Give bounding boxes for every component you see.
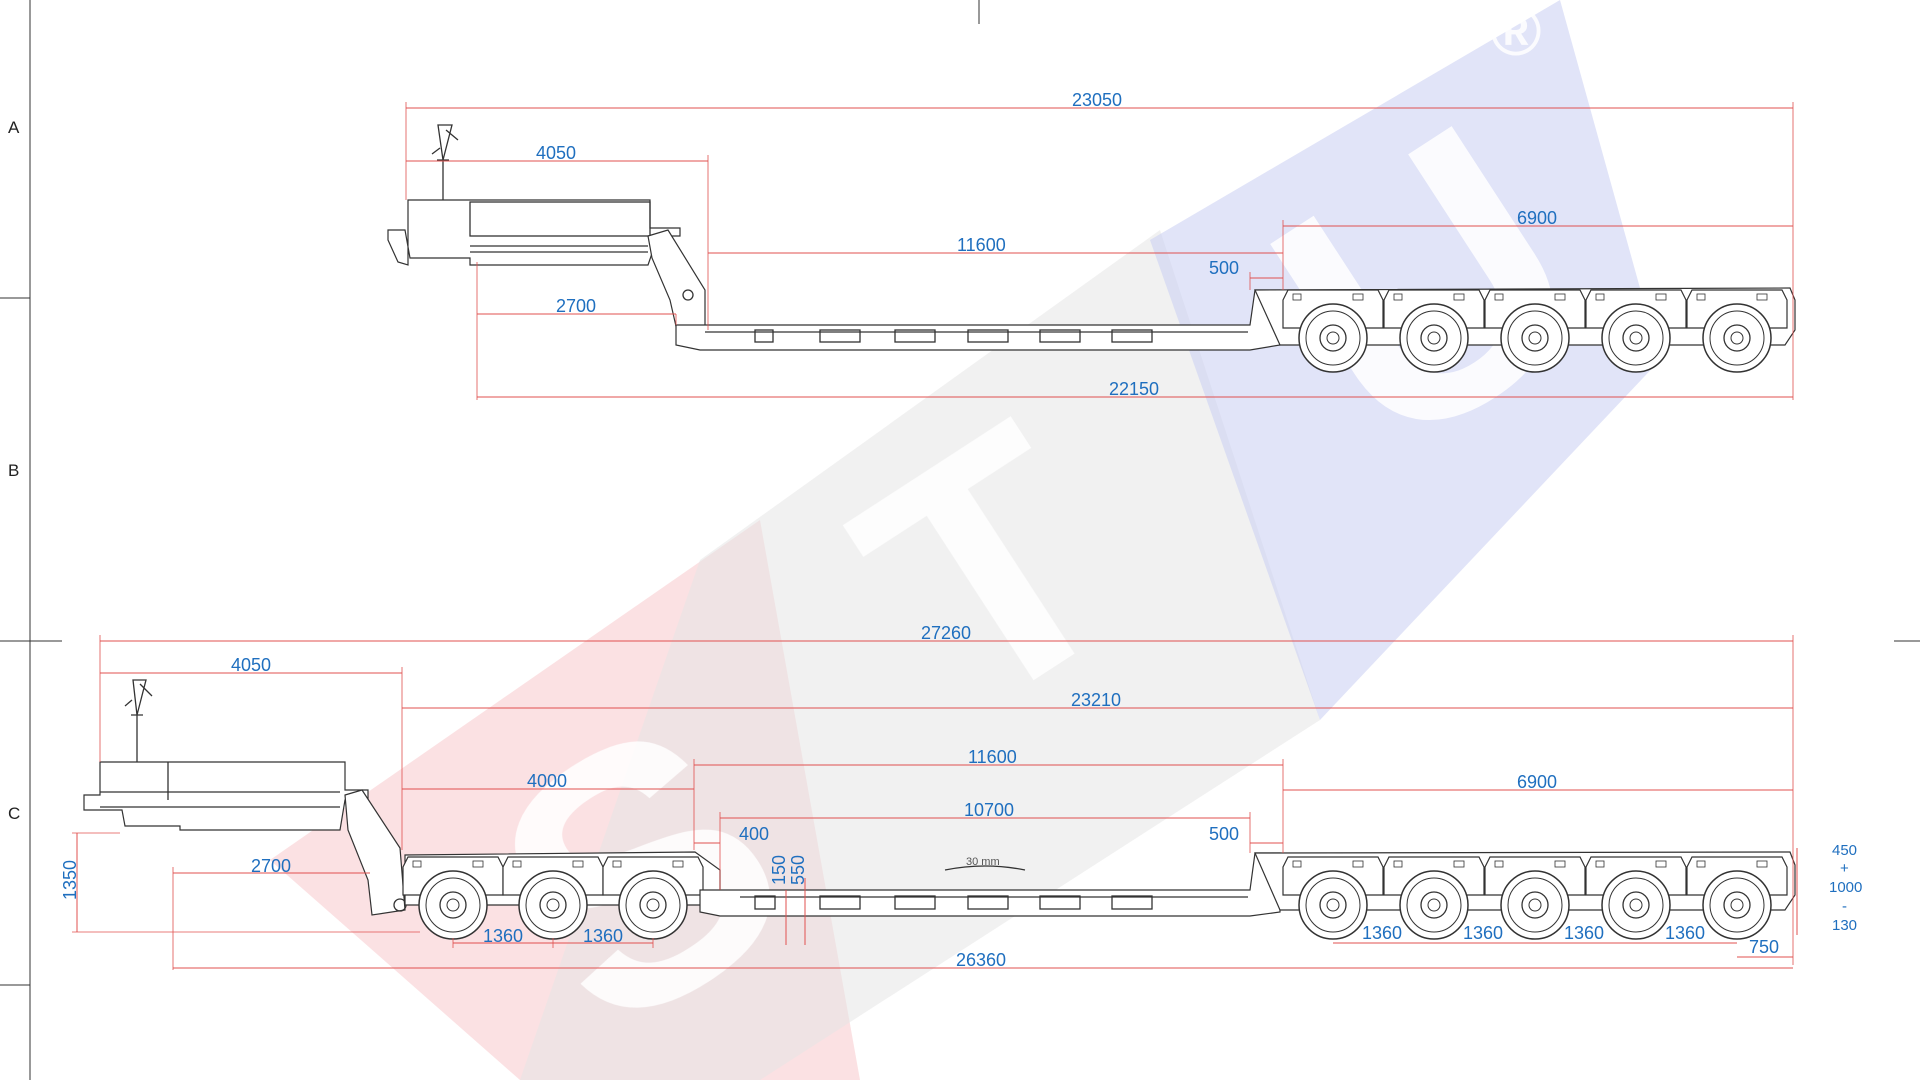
bottom-dim-rear-bogie: 6900 (1517, 772, 1557, 792)
bottom-stroke-1000: 1000 (1829, 879, 1862, 896)
bottom-dim-rear-spacing-2: 1360 (1463, 923, 1503, 943)
bottom-dim-rear-spacing-1: 1360 (1362, 923, 1402, 943)
row-label-c: C (8, 804, 20, 823)
top-wheel (1601, 303, 1671, 373)
bottom-dim-front-bogie: 4000 (527, 771, 567, 791)
top-dim-gap: 500 (1209, 258, 1239, 278)
bottom-rear-wheel (1702, 870, 1772, 940)
top-gooseneck-box (469, 201, 651, 237)
bottom-dim-gooseneck: 4050 (231, 655, 271, 675)
top-rear-axles (1282, 289, 1788, 373)
top-dim-rear-bogie: 6900 (1517, 208, 1557, 228)
bottom-dim-gap-front: 400 (739, 824, 769, 844)
top-dim-overall: 23050 (1072, 90, 1122, 110)
bottom-dim-rear-spacing-4: 1360 (1665, 923, 1705, 943)
bottom-dim-step-a: 150 (769, 855, 789, 885)
bottom-neck (344, 789, 406, 916)
bottom-stroke-130: 130 (1832, 917, 1857, 934)
bottom-dim-overall: 27260 (921, 623, 971, 643)
bottom-mast (124, 679, 153, 762)
bottom-rear-wheel (1601, 870, 1671, 940)
bottom-stroke-plus: + (1840, 860, 1849, 877)
top-deck (675, 289, 1281, 351)
bottom-dim-deck: 11600 (968, 747, 1017, 767)
bottom-rear-axles (1282, 856, 1788, 940)
bottom-dim-platform: 23210 (1071, 690, 1121, 710)
row-label-a: A (8, 118, 20, 137)
bottom-front-wheel (418, 870, 488, 940)
top-mast (431, 124, 459, 200)
bottom-front-wheel (618, 870, 688, 940)
top-dim-deck: 11600 (957, 235, 1006, 255)
top-neck (647, 229, 706, 336)
bottom-dim-height: 1350 (60, 860, 80, 900)
bottom-center-note: 30 mm (966, 856, 1000, 868)
top-gooseneck (387, 199, 681, 266)
bottom-dim-rear-spacing-3: 1360 (1564, 923, 1604, 943)
bottom-rear-wheel (1298, 870, 1368, 940)
bottom-dim-total-lower: 26360 (956, 950, 1006, 970)
top-dim-front-to-deck: 2700 (556, 296, 596, 316)
bottom-front-wheel (518, 870, 588, 940)
bottom-dim-gap-rear: 500 (1209, 824, 1239, 844)
bottom-dim-front-spacing-2: 1360 (583, 926, 623, 946)
bottom-dim-front-offset: 2700 (251, 856, 291, 876)
bottom-stroke-minus: - (1842, 898, 1847, 915)
bottom-stroke-450: 450 (1832, 842, 1857, 859)
bottom-front-axles (402, 856, 704, 940)
top-trailer (387, 124, 1796, 373)
top-wheel (1298, 303, 1368, 373)
bottom-rear-wheel (1399, 870, 1469, 940)
row-label-b: B (8, 461, 19, 480)
top-wheel (1702, 303, 1772, 373)
bottom-dim-deck-inner: 10700 (964, 800, 1014, 820)
watermark-registered-mark: ® (1490, 0, 1542, 70)
bottom-rear-wheel (1500, 870, 1570, 940)
bottom-dim-rear-overhang: 750 (1749, 937, 1779, 957)
bottom-dim-front-spacing-1: 1360 (483, 926, 523, 946)
bottom-gooseneck (83, 761, 369, 831)
watermark-blue-band (1150, 0, 1660, 720)
top-dim-gooseneck: 4050 (536, 143, 576, 163)
bottom-trailer: 30 mm (83, 679, 1796, 940)
bottom-dim-step-b: 550 (788, 855, 808, 885)
top-dim-total-lower: 22150 (1109, 379, 1159, 399)
top-wheel (1500, 303, 1570, 373)
top-wheel (1399, 303, 1469, 373)
bottom-deck (699, 852, 1281, 917)
bottom-dimensions: 27260 4050 23210 11600 6900 4000 10700 4… (60, 623, 1862, 970)
top-dimensions: 23050 4050 6900 11600 500 2700 22150 (405, 90, 1794, 400)
